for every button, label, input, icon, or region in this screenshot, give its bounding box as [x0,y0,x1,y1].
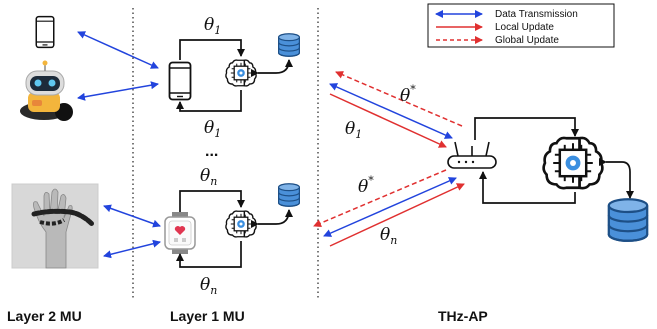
local-update-from-mu1 [329,93,447,148]
link-robot-to-mu1 [77,81,159,101]
layer2-phone-icon [35,15,55,49]
mun-chip-icon [225,210,257,238]
data-transmission-mun [323,177,457,237]
ap-database-icon [607,198,649,242]
link-phone-to-mu1 [77,31,159,69]
ap-loop-bottom [479,171,576,204]
ap-chip-db-link [599,158,634,199]
data-transmission-mu1 [329,83,453,139]
mu1-loop-bottom [176,90,242,112]
smartwatch-icon [164,212,196,254]
mun-database-icon [277,183,301,207]
link-hand-to-mun-b [103,239,161,259]
robot-icon [20,60,73,121]
global-update-to-mun [313,169,447,227]
mu1-chip-db-link [251,59,293,77]
ap-label: THz-AP [438,308,488,324]
theta-star-bottom: θ* [358,174,374,197]
ellipsis: ... [205,143,218,160]
thetan-link: θn [380,225,397,247]
router-icon [447,141,497,169]
global-update-to-mu1 [335,71,463,127]
mun-loop-bottom [176,241,242,268]
ap-chip-icon [542,136,604,190]
local-update-from-mun [329,183,465,247]
theta1-link: θ1 [345,119,362,141]
mu1-theta-bottom: θ1 [204,118,221,140]
legend: Data Transmission Local Update Global Up… [427,3,615,48]
mun-loop-top [179,190,245,212]
legend-label-data-transmission: Data Transmission [495,9,578,20]
mu1-phone-icon [168,61,192,101]
hand-photo [11,183,99,269]
link-hand-to-mun-a [103,204,161,228]
mu1-loop-top [179,39,245,60]
layer1-label: Layer 1 MU [170,308,245,324]
layer2-label: Layer 2 MU [7,308,82,324]
legend-label-local-update: Local Update [495,22,554,33]
mun-theta-top: θn [200,166,217,188]
mun-chip-db-link [251,209,293,228]
mu1-database-icon [277,33,301,57]
legend-label-global-update: Global Update [495,35,559,46]
mu1-theta-top: θ1 [204,15,221,37]
mu1-chip-icon [225,59,257,87]
theta-star-top: θ* [400,83,416,106]
ap-loop-top [474,117,579,140]
mun-theta-bottom: θn [200,275,217,297]
